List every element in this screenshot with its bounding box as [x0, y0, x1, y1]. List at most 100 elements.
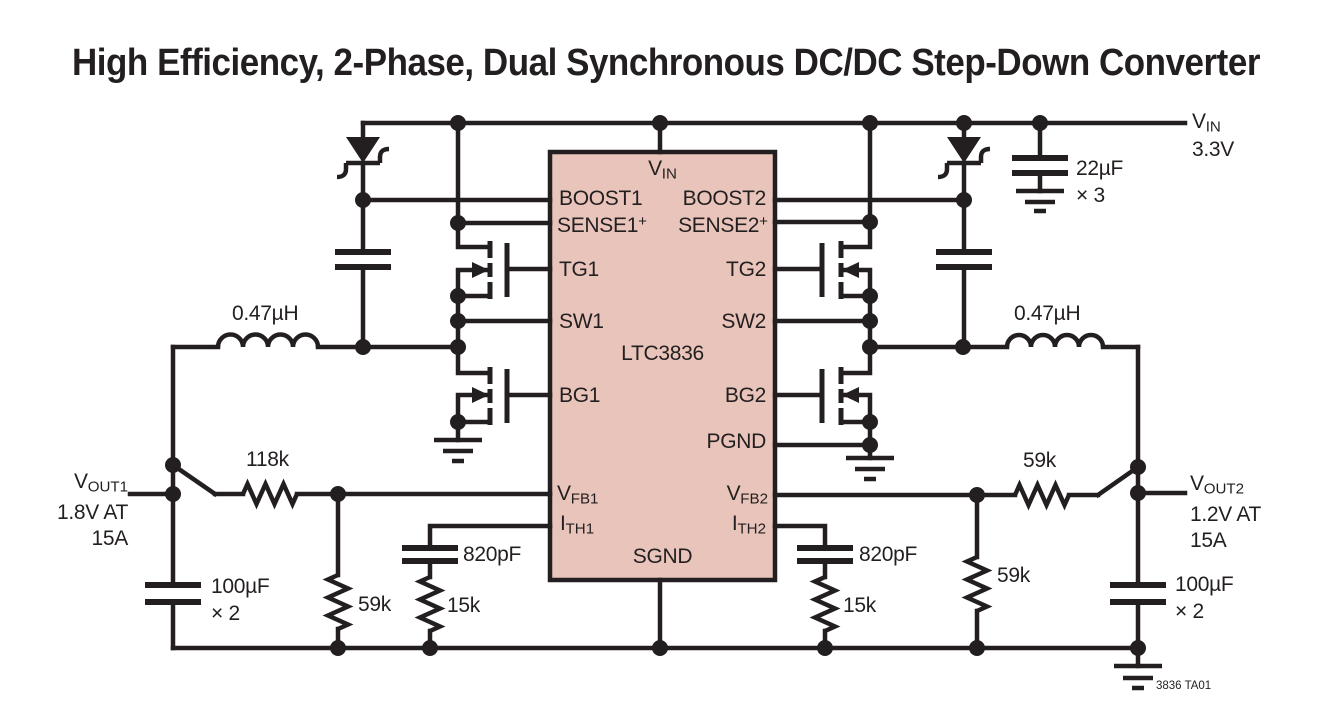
r59k-right-bot-label: 59k [997, 564, 1030, 587]
pin-label-sw1: SW1 [559, 310, 604, 333]
pin-ith2-main: I [731, 512, 738, 535]
pin-label-sgnd: SGND [632, 545, 693, 568]
inductor2 [1004, 332, 1106, 348]
pin-ith1-main: I [560, 512, 566, 535]
input-cap-label: 22µF × 3 [1076, 155, 1123, 209]
sw1-node [455, 293, 492, 376]
pin-vfb2-main: V [726, 482, 741, 505]
pin-label-bg2: BG2 [724, 384, 766, 407]
r59k-right-top-label: 59k [1023, 449, 1056, 472]
ic-body [547, 149, 778, 583]
output-cap1 [145, 582, 201, 605]
inductor1-label: 0.47µH [232, 302, 299, 325]
c820-right-label: 820pF [859, 543, 918, 566]
capacitors [145, 155, 1166, 605]
output-cap1-label: 100µF × 2 [211, 573, 270, 627]
schottky-diode-right [937, 137, 991, 180]
mosfet-top-right [819, 241, 844, 299]
r15k-left-label: 15k [447, 594, 480, 617]
page-title: High Efficiency, 2-Phase, Dual Synchrono… [72, 42, 1260, 84]
pin-sense2-sup: + [759, 213, 768, 230]
vout1-current: 15A [91, 527, 129, 551]
inductor1 [215, 332, 321, 348]
vin-supply-label: VIN 3.3V [1192, 110, 1234, 161]
mosfet-bot-right [819, 367, 844, 425]
ith2-network-leads [772, 523, 828, 651]
vout1-sense-diagonal [169, 461, 219, 498]
r15k-right-label: 15k [843, 594, 876, 617]
arrow-icon [842, 262, 859, 278]
vin-sub: IN [1205, 118, 1221, 136]
output-cap2-label: 100µF × 2 [1175, 571, 1234, 625]
diode1-triangle [346, 137, 380, 163]
output-cap2 [1110, 582, 1166, 605]
schottky-diode-left [336, 137, 390, 180]
resistor-15k-left [414, 574, 446, 634]
r118k-label: 118k [246, 448, 289, 471]
bootstrap-cap2 [936, 249, 992, 270]
diode2-triangle [947, 137, 981, 163]
vout2-sub: OUT2 [1203, 480, 1245, 498]
vout2-current: 15A [1190, 529, 1227, 553]
ground-icon [434, 437, 482, 464]
ground-icon [846, 455, 894, 482]
output-cap1-qty: × 2 [211, 602, 240, 625]
pin-label-tg1: TG1 [559, 258, 599, 281]
inductor2-label: 0.47µH [1014, 302, 1081, 325]
vout1-label: VOUT1 1.8V AT 15A [34, 469, 128, 552]
pin-label-boost1: BOOST1 [559, 187, 643, 210]
diode1-schottky-bar [336, 146, 390, 180]
inductors [215, 332, 1106, 348]
pin-label-tg2: TG2 [726, 258, 766, 281]
output-cap2-value: 100µF [1175, 573, 1234, 596]
c820-left-label: 820pF [463, 543, 522, 566]
r59k-left-label: 59k [358, 593, 391, 616]
sw2-node [839, 293, 873, 376]
ground-icon [1016, 188, 1064, 214]
vout2-spec: 1.2V AT [1190, 503, 1262, 527]
ith2-cap [797, 545, 853, 564]
pin-ith2-sub: TH2 [737, 520, 766, 538]
vout1-name: VOUT1 [34, 469, 128, 500]
pin-label-bg1: BG1 [559, 384, 601, 407]
ith1-cap [402, 545, 458, 564]
vout2-label: VOUT2 1.2V AT 15A [1190, 471, 1261, 554]
pin-label-ith1: ITH1 [560, 512, 594, 540]
pin-label-vfb1: VFB1 [557, 482, 598, 510]
mosfet-arrows [472, 262, 859, 403]
vout1-sub: OUT1 [87, 478, 128, 496]
input-cap [1012, 155, 1068, 176]
pin-label-pgnd: PGND [706, 430, 767, 453]
mosfet-top-left [487, 241, 510, 299]
vout2-name: VOUT2 [1190, 471, 1261, 502]
bootstrap-cap1 [335, 249, 391, 270]
resistor-59k-left [322, 572, 354, 632]
resistors [240, 478, 1072, 634]
pin-vin-main: V [648, 157, 662, 180]
arrow-icon [472, 262, 489, 278]
pin-vfb2-sub: FB2 [740, 490, 768, 508]
pin-label-ith2: ITH2 [640, 512, 766, 540]
arrow-icon [472, 387, 489, 403]
pin-label-sw2: SW2 [721, 310, 766, 333]
pin-ith1-sub: TH1 [565, 520, 595, 538]
output-cap2-qty: × 2 [1175, 600, 1204, 623]
pin-vfb1-sub: FB1 [570, 490, 599, 508]
pin-label-sense1: SENSE1+ [557, 210, 647, 237]
mosfets [487, 241, 844, 425]
junction-dots [165, 115, 1146, 656]
vout1-main: V [73, 470, 88, 493]
ic-part-number: LTC3836 [621, 342, 704, 365]
vin-voltage: 3.3V [1192, 138, 1234, 162]
ground-symbols [434, 188, 1162, 691]
resistor-15k-right [809, 574, 841, 634]
pin-label-vfb2: VFB2 [642, 482, 768, 510]
pin-label-vin: VIN [550, 157, 775, 185]
arrow-icon [842, 387, 859, 403]
input-cap-value: 22µF [1076, 157, 1124, 180]
figure-id: 3836 TA01 [1156, 680, 1212, 692]
resistor-59k-right-top [1012, 479, 1072, 511]
resistor-59k-right-bot [961, 554, 993, 614]
pin-sense1-sup: + [638, 213, 647, 230]
